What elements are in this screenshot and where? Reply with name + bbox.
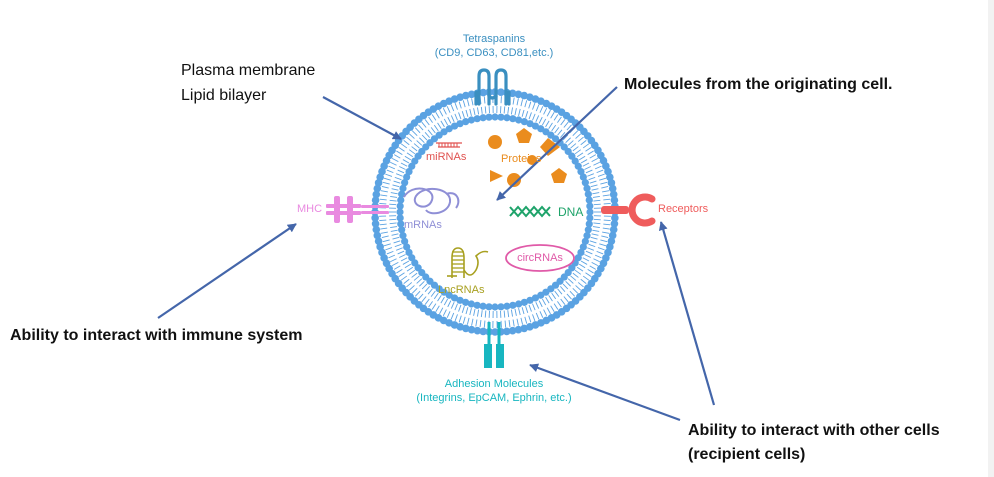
mirna-icon	[436, 142, 462, 148]
tetraspanins-title: Tetraspanins	[462, 33, 526, 45]
lipid-bilayer-membrane	[371, 88, 619, 336]
page-edge	[988, 0, 994, 477]
proteins-label: Proteins	[501, 153, 542, 165]
arrow-to-receptor	[658, 221, 716, 406]
protein-icons	[488, 128, 567, 187]
arrow-to-mhc	[157, 223, 297, 319]
tetraspanin-icon	[474, 68, 511, 106]
molecules-origin-label: Molecules from the originating cell.	[624, 76, 893, 93]
dna-icon	[509, 205, 551, 218]
plasma-membrane-label: Plasma membrane	[181, 62, 316, 79]
circrnas-label: circRNAs	[517, 252, 563, 264]
lncrna-icon	[447, 247, 489, 278]
tetraspanins-list: (CD9, CD63, CD81,etc.)	[434, 47, 554, 59]
mhc-label: MHC	[297, 203, 323, 215]
receptor-icon	[601, 193, 656, 227]
dna-label: DNA	[558, 205, 584, 219]
arrow-to-cargo	[496, 86, 618, 201]
mrnas-label: mRNAs	[404, 219, 442, 231]
mrna-icon	[403, 187, 460, 215]
circrna-icon	[505, 244, 575, 272]
arrow-to-adhesion	[529, 363, 681, 422]
adhesion-list: (Integrins, EpCAM, Ephrin, etc.)	[416, 392, 572, 404]
mhc-icon	[326, 196, 389, 223]
receptors-label: Receptors	[658, 203, 709, 215]
immune-label: Ability to interact with immune system	[10, 327, 303, 344]
adhesion-title: Adhesion Molecules	[444, 378, 544, 390]
lncrnas-label: LncRNAs	[438, 284, 485, 296]
arrow-to-membrane	[322, 96, 402, 140]
lipid-bilayer-label: Lipid bilayer	[181, 87, 267, 104]
adhesion-molecule-icon	[484, 322, 504, 368]
recipient-cells-label: (recipient cells)	[688, 446, 806, 463]
mirnas-label: miRNAs	[426, 151, 467, 163]
other-cells-label: Ability to interact with other cells	[688, 422, 940, 439]
